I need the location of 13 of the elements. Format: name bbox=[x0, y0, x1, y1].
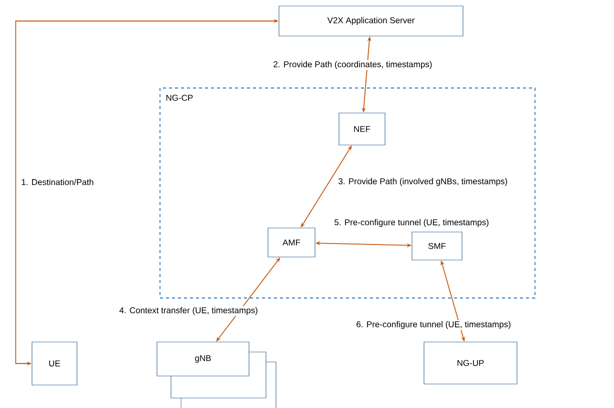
process-box: UE bbox=[32, 342, 78, 386]
edge-label: 2. Provide Path (coordinates, timestamps) bbox=[272, 60, 434, 70]
edge-label: 5. Pre-configure tunnel (UE, timestamps) bbox=[333, 218, 490, 228]
edge-label: 6. Pre-configure tunnel (UE, timestamps) bbox=[355, 320, 512, 330]
process-box: NG-UP bbox=[424, 342, 518, 384]
process-box: V2X Application Server bbox=[278, 6, 464, 36]
process-box: gNB bbox=[156, 342, 250, 376]
edge-label: 4. Context transfer (UE, timestamps) bbox=[118, 306, 259, 316]
process-box: SMF bbox=[412, 232, 462, 260]
edge-label: 3. Provide Path (involved gNBs, timestamps) bbox=[337, 177, 509, 187]
edge-label: 1. Destination/Path bbox=[20, 178, 95, 186]
process-box: NEF bbox=[338, 112, 386, 146]
process-box: AMF bbox=[268, 228, 316, 258]
